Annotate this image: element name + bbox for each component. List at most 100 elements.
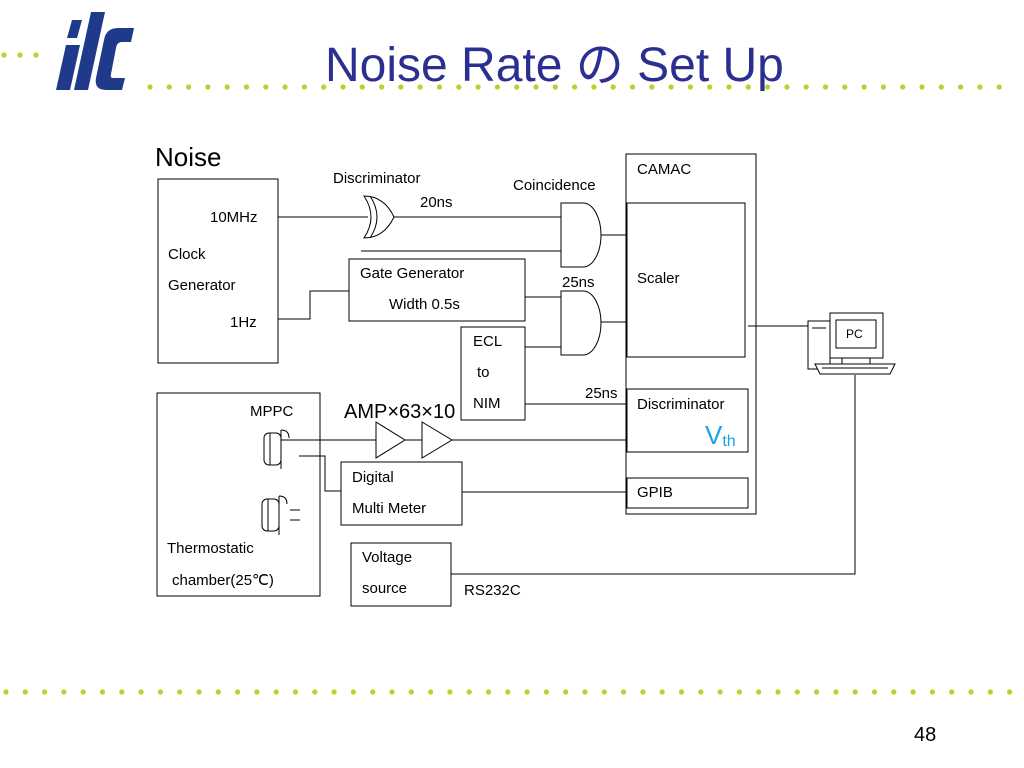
rule-dot — [436, 84, 443, 90]
rule-dot — [447, 689, 453, 695]
rule-dot — [3, 689, 9, 695]
rule-dot — [196, 689, 202, 695]
rule-dot — [138, 689, 144, 695]
rule-dot — [408, 689, 414, 695]
rule-dot — [186, 84, 192, 90]
rule-dot — [601, 689, 607, 695]
dmm-label-line2: Multi Meter — [352, 500, 427, 517]
gate-generator-line2: Width 0.5s — [389, 296, 460, 313]
thermostatic-label-line1: Thermostatic — [167, 540, 254, 557]
rule-dot — [698, 689, 704, 695]
rule-dot — [707, 84, 713, 90]
rule-dot — [543, 689, 550, 695]
rule-dot — [610, 84, 616, 90]
pc-label: PC — [846, 327, 863, 341]
voltage-source-box — [350, 542, 452, 607]
rule-dot — [428, 689, 434, 695]
gpib-box — [626, 477, 749, 509]
thermostatic-label-line2: chamber(25℃) — [172, 572, 274, 589]
rule-dot — [494, 84, 500, 90]
gate-generator-box — [348, 258, 526, 322]
rule-dot — [687, 84, 694, 90]
scaler-box — [626, 202, 746, 358]
rule-dot — [794, 689, 800, 695]
rule-dot — [350, 689, 356, 695]
rule-dot — [398, 84, 404, 90]
dmm-label-line1: Digital — [352, 469, 394, 486]
rule-dot — [784, 84, 790, 90]
diagram-heading: Noise — [155, 142, 222, 172]
pc-computer-icon — [807, 312, 896, 375]
rule-dot — [42, 689, 48, 695]
ecl-label: ECL — [473, 333, 503, 350]
rule-dot — [891, 689, 897, 695]
rule-dot — [22, 689, 28, 695]
clock-label-line1: Clock — [168, 246, 206, 263]
coincidence-gate-bottom — [560, 290, 602, 356]
rule-dot — [822, 84, 829, 90]
rule-dot — [640, 689, 646, 695]
coincidence-gate-top — [560, 202, 602, 268]
rule-dot — [919, 84, 925, 90]
voltage-source-line2: source — [362, 580, 408, 597]
rule-dot — [668, 84, 674, 90]
rule-dot — [880, 84, 887, 90]
camac-discriminator-box — [626, 388, 749, 453]
rule-dot — [215, 689, 221, 695]
rule-dot — [379, 84, 385, 90]
rule-dot — [205, 84, 211, 90]
rule-dot — [331, 689, 337, 695]
camac-label: CAMAC — [637, 161, 692, 178]
amplifier-stage-1 — [375, 421, 406, 459]
rule-dot — [717, 689, 723, 695]
rule-dot — [1007, 689, 1013, 695]
rule-dot — [814, 689, 820, 695]
thermostatic-chamber-box — [156, 392, 321, 597]
rule-dot — [910, 689, 916, 695]
rule-dot — [678, 689, 685, 695]
clock-generator-box — [157, 178, 279, 364]
nim-label: NIM — [473, 395, 501, 412]
rule-dot — [621, 689, 627, 695]
rule-dot — [803, 84, 809, 90]
rule-dot — [340, 84, 346, 90]
mppc-label: MPPC — [250, 403, 294, 420]
rule-dot — [756, 689, 762, 695]
rule-dot — [1, 52, 7, 58]
rule-dot — [417, 84, 423, 90]
gate-generator-line1: Gate Generator — [360, 265, 465, 282]
rule-dot — [861, 84, 867, 90]
dotted-rule-top — [1, 52, 1002, 90]
ecl-nim-box — [460, 326, 526, 421]
rule-dot — [996, 84, 1002, 90]
rule-dot — [157, 689, 163, 695]
delay-25ns-discriminator: 25ns — [585, 385, 618, 402]
rule-dot — [177, 689, 183, 695]
rule-dot — [833, 689, 839, 695]
mppc-sensor-top — [263, 429, 290, 469]
rule-dot — [949, 689, 955, 695]
rule-dot — [629, 84, 636, 90]
slide-title: Noise Rate の Set Up — [325, 39, 784, 92]
rs232c-label: RS232C — [464, 582, 521, 599]
rule-dot — [871, 689, 878, 695]
vth-main: V — [705, 420, 723, 450]
rule-dot — [485, 689, 492, 695]
rule-dot — [224, 84, 230, 90]
voltage-source-line1: Voltage — [362, 549, 413, 566]
rule-dot — [582, 689, 588, 695]
mppc-sensor-bottom — [261, 495, 288, 535]
delay-20ns: 20ns — [420, 194, 453, 211]
rule-dot — [852, 689, 858, 695]
digital-multimeter-box — [340, 461, 463, 526]
rule-dot — [243, 84, 250, 90]
ilc-logo — [56, 12, 134, 90]
coincidence-label: Coincidence — [513, 177, 596, 194]
rule-dot — [312, 689, 318, 695]
rule-dot — [563, 689, 569, 695]
clock-label-line2: Generator — [168, 277, 236, 294]
rule-dot — [745, 84, 751, 90]
rule-dot — [466, 689, 472, 695]
rule-dot — [736, 689, 743, 695]
